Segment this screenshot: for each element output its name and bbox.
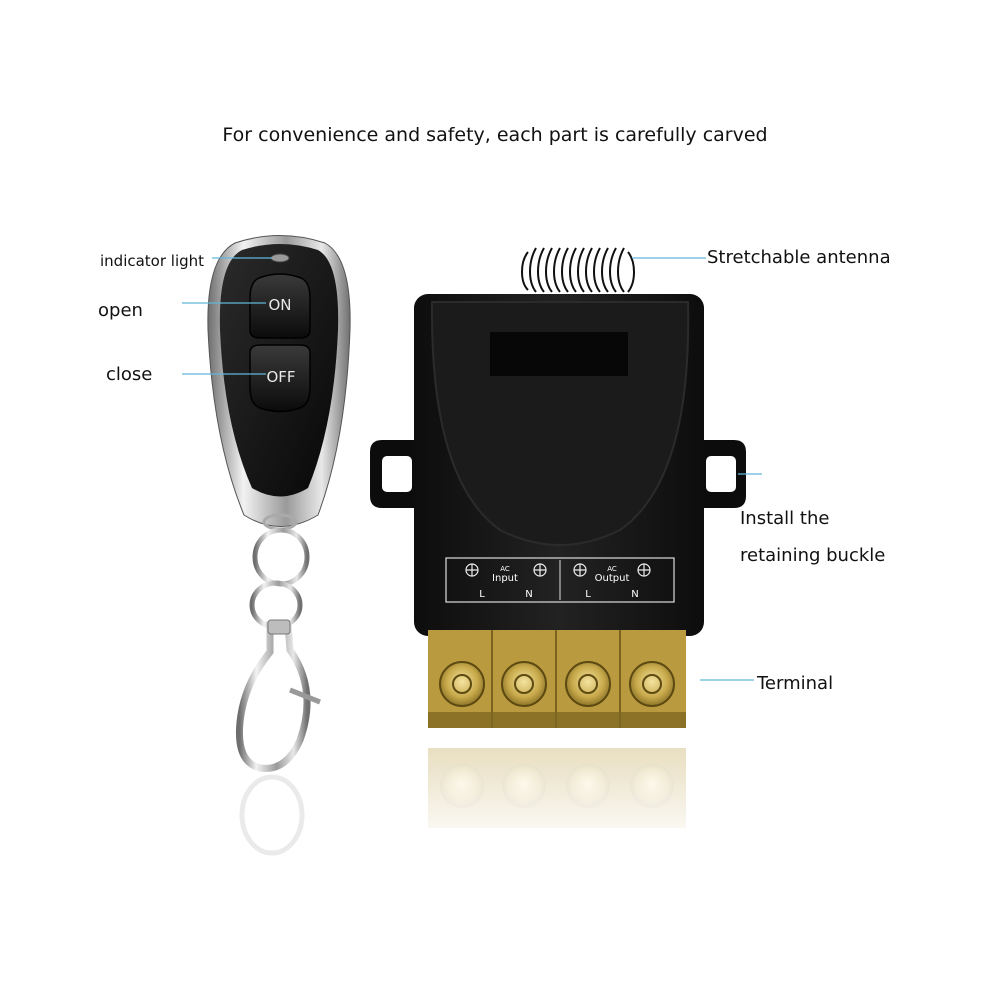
terminal-screw-icon (565, 661, 611, 707)
buckle-callout-line2: retaining buckle (740, 545, 886, 566)
terminal-block (428, 630, 686, 728)
antenna-callout: Stretchable antenna (707, 247, 891, 268)
on-button-label: ON (268, 296, 291, 314)
input-label: Input (492, 573, 518, 584)
off-button-shape[interactable] (249, 344, 311, 413)
lobster-clasp-icon (235, 621, 311, 772)
output-label: Output (595, 573, 630, 584)
indicator-light-callout: indicator light (100, 252, 205, 270)
output-ac-tag: AC (607, 565, 617, 573)
input-live-label: L (479, 589, 485, 600)
terminal-callout: Terminal (757, 673, 834, 694)
output-neutral-label: N (631, 589, 638, 600)
terminal-screw-icon (439, 661, 485, 707)
off-button-label: OFF (266, 368, 295, 386)
terminal-label-panel (445, 557, 675, 603)
antenna-coil-icon (521, 247, 635, 293)
receiver-module: AC Input AC Output L N L N (370, 247, 746, 850)
output-live-label: L (585, 589, 591, 600)
open-callout: open (98, 300, 143, 321)
remote-fob: ON OFF (207, 235, 351, 856)
input-ac-tag: AC (500, 565, 510, 573)
input-neutral-label: N (525, 589, 532, 600)
headline: For convenience and safety, each part is… (222, 124, 768, 146)
close-callout: close (106, 364, 153, 385)
buckle-callout-line1: Install the (740, 508, 830, 529)
label-window (490, 332, 628, 376)
on-button-shape[interactable] (249, 273, 311, 339)
leader-lines (182, 257, 762, 681)
terminal-screw-icon (629, 661, 675, 707)
terminal-screw-icon (501, 661, 547, 707)
indicator-led-icon (270, 253, 290, 263)
key-ring-icon (252, 527, 310, 587)
